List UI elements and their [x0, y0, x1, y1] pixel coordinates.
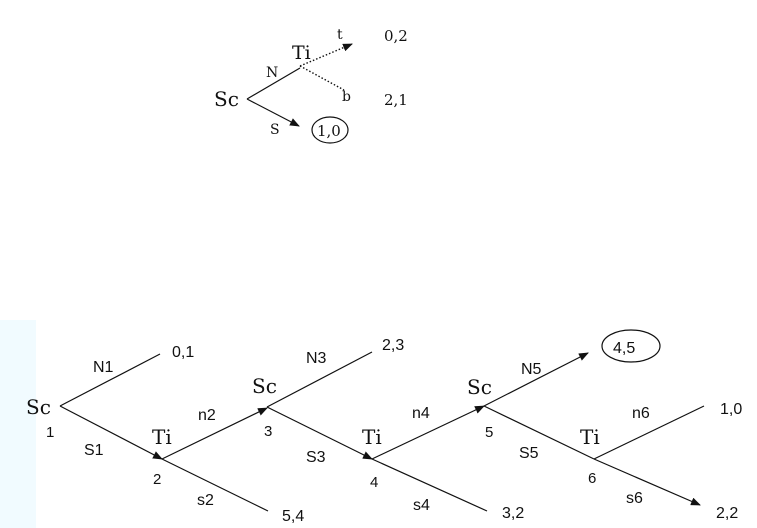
edge-s5 — [484, 406, 594, 459]
move-n4-label: n4 — [412, 405, 430, 422]
top-move-s-label: S — [270, 122, 280, 138]
node-1-index: 1 — [46, 424, 54, 441]
move-s6-label: s6 — [626, 490, 643, 507]
payoff-n5: 4,5 — [613, 340, 635, 357]
node-4-player: Ti — [362, 425, 382, 449]
top-payoff-t: 0,2 — [384, 27, 408, 45]
node-1-player: Sc — [26, 395, 51, 419]
top-node-ti-label: Ti — [292, 42, 311, 64]
node-6-index: 6 — [588, 470, 596, 487]
payoff-s2: 5,4 — [282, 508, 304, 525]
payoff-s4: 3,2 — [502, 505, 524, 522]
node-6-player: Ti — [580, 425, 600, 449]
payoff-n6: 1,0 — [720, 401, 742, 418]
move-s1-label: S1 — [84, 442, 104, 459]
edge-s2 — [162, 459, 268, 511]
node-4-index: 4 — [370, 474, 378, 491]
node-2-index: 2 — [153, 471, 161, 488]
node-2-player: Ti — [152, 425, 172, 449]
move-s2-label: s2 — [197, 492, 214, 509]
top-payoff-b: 2,1 — [384, 91, 408, 109]
move-n5-label: N5 — [521, 361, 542, 378]
node-5-player: Sc — [467, 375, 492, 399]
node-3-index: 3 — [264, 423, 272, 440]
top-game-tree: Sc Ti N S t b 0,2 2,1 1,0 — [214, 27, 408, 143]
top-root-label: Sc — [214, 87, 239, 111]
payoff-n1: 0,1 — [172, 344, 194, 361]
top-move-t-label: t — [337, 27, 343, 43]
node-5-index: 5 — [485, 424, 493, 441]
move-n2-label: n2 — [198, 407, 216, 424]
top-move-n-label: N — [266, 65, 278, 81]
edge-top-b — [300, 66, 344, 90]
payoff-n3: 2,3 — [382, 337, 404, 354]
move-s4-label: s4 — [413, 497, 430, 514]
move-n1-label: N1 — [93, 359, 114, 376]
move-n6-label: n6 — [632, 405, 650, 422]
top-move-b-label: b — [342, 89, 351, 105]
edge-s1 — [60, 406, 162, 459]
move-s5-label: S5 — [519, 445, 539, 462]
move-n3-label: N3 — [306, 350, 327, 367]
payoff-s6: 2,2 — [716, 505, 738, 522]
edge-s6 — [594, 459, 700, 505]
move-s3-label: S3 — [306, 449, 326, 466]
node-3-player: Sc — [252, 374, 277, 398]
bottom-game-tree: Sc Ti Sc Ti Sc Ti 1 2 3 4 5 6 N1 S1 n2 s… — [26, 330, 742, 525]
top-payoff-s: 1,0 — [317, 122, 341, 140]
